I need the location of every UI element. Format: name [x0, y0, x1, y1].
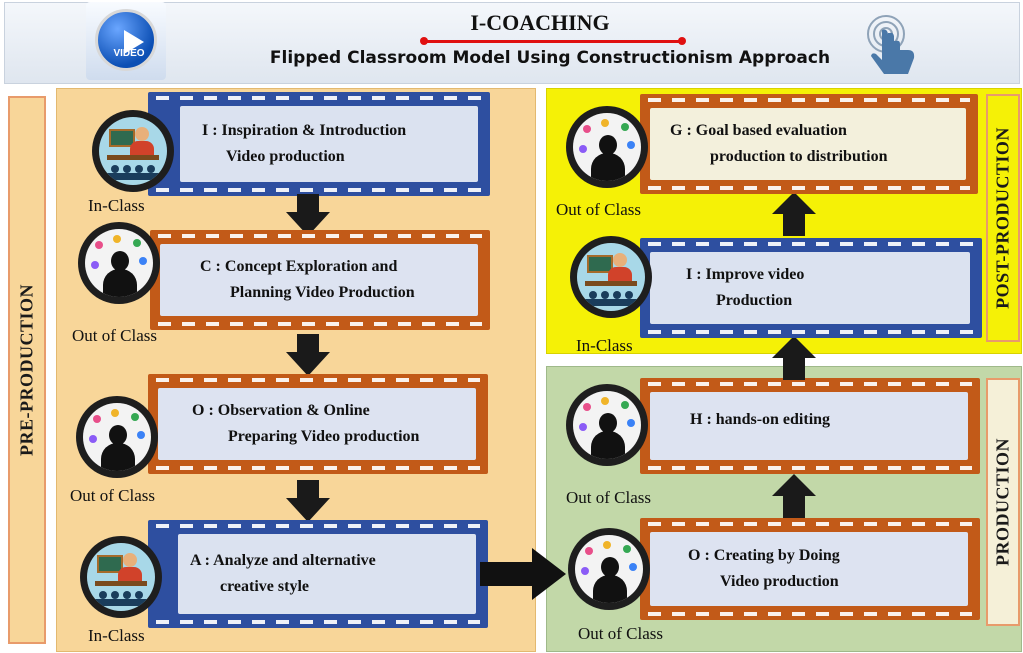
header-banner — [4, 2, 1020, 84]
arrow-up-icon — [772, 474, 816, 518]
classroom-teacher-icon — [80, 536, 162, 618]
video-play-icon: VIDEO — [86, 2, 166, 80]
class-mode-label: Out of Class — [566, 488, 651, 507]
arrow-right-icon — [480, 548, 566, 600]
step-g-line1: G : Goal based evaluation — [670, 122, 847, 139]
step-i1-line2: Video production — [226, 148, 345, 165]
diagram-title: I-COACHING — [470, 10, 610, 35]
video-logo-text: VIDEO — [113, 48, 145, 59]
step-a-line1: A : Analyze and alternative — [190, 552, 376, 569]
step-o2-line1: O : Creating by Doing — [688, 547, 840, 564]
student-silhouette-icon — [566, 106, 648, 188]
step-o-creating-strip: O : Creating by Doing Video production — [640, 518, 980, 620]
step-o2-line2: Video production — [720, 573, 839, 590]
student-silhouette-icon — [566, 384, 648, 466]
step-i2-line1: I : Improve video — [686, 266, 805, 283]
step-h-line1: H : hands-on editing — [690, 411, 831, 428]
step-i1-line1: I : Inspiration & Introduction — [202, 122, 407, 139]
touch-tap-icon — [862, 14, 924, 80]
production-label: PRODUCTION — [992, 437, 1013, 567]
arrow-up-icon — [772, 336, 816, 380]
step-h-hands-on-strip: H : hands-on editing — [640, 378, 980, 474]
step-a-analyze-strip: A : Analyze and alternative creative sty… — [148, 520, 488, 628]
post-production-label: POST-PRODUCTION — [992, 127, 1013, 309]
step-a-line2: creative style — [220, 578, 309, 595]
student-silhouette-icon — [76, 396, 158, 478]
pre-production-label: PRE-PRODUCTION — [16, 284, 37, 456]
class-mode-label: Out of Class — [70, 486, 155, 505]
classroom-teacher-icon — [570, 236, 652, 318]
class-mode-label: In-Class — [576, 336, 633, 355]
classroom-teacher-icon — [92, 110, 174, 192]
arrow-down-icon — [286, 480, 330, 522]
step-o1-line2: Preparing Video production — [228, 428, 420, 445]
student-silhouette-icon — [78, 222, 160, 304]
step-g-goal-strip: G : Goal based evaluation production to … — [640, 94, 978, 194]
step-g-line2: production to distribution — [710, 148, 888, 165]
step-i2-line2: Production — [716, 292, 793, 309]
post-production-label-box: POST-PRODUCTION — [986, 94, 1020, 342]
title-underline — [420, 37, 686, 45]
class-mode-label: Out of Class — [72, 326, 157, 345]
arrow-up-icon — [772, 192, 816, 236]
pre-production-label-box: PRE-PRODUCTION — [8, 96, 46, 644]
step-c-line2: Planning Video Production — [230, 284, 415, 301]
step-i-improve-strip: I : Improve video Production — [640, 238, 982, 338]
student-silhouette-icon — [568, 528, 650, 610]
class-mode-label: Out of Class — [556, 200, 641, 219]
class-mode-label: In-Class — [88, 626, 145, 645]
step-i-inspiration-strip: I : Inspiration & Introduction Video pro… — [148, 92, 490, 196]
step-c-concept-strip: C : Concept Exploration and Planning Vid… — [150, 230, 490, 330]
arrow-down-icon — [286, 334, 330, 376]
step-o-observation-strip: O : Observation & Online Preparing Video… — [148, 374, 488, 474]
class-mode-label: Out of Class — [578, 624, 663, 643]
class-mode-label: In-Class — [88, 196, 145, 215]
production-label-box: PRODUCTION — [986, 378, 1020, 626]
diagram-subtitle: Flipped Classroom Model Using Constructi… — [269, 48, 831, 68]
step-o1-line1: O : Observation & Online — [192, 402, 370, 419]
step-c-line1: C : Concept Exploration and — [200, 258, 398, 275]
